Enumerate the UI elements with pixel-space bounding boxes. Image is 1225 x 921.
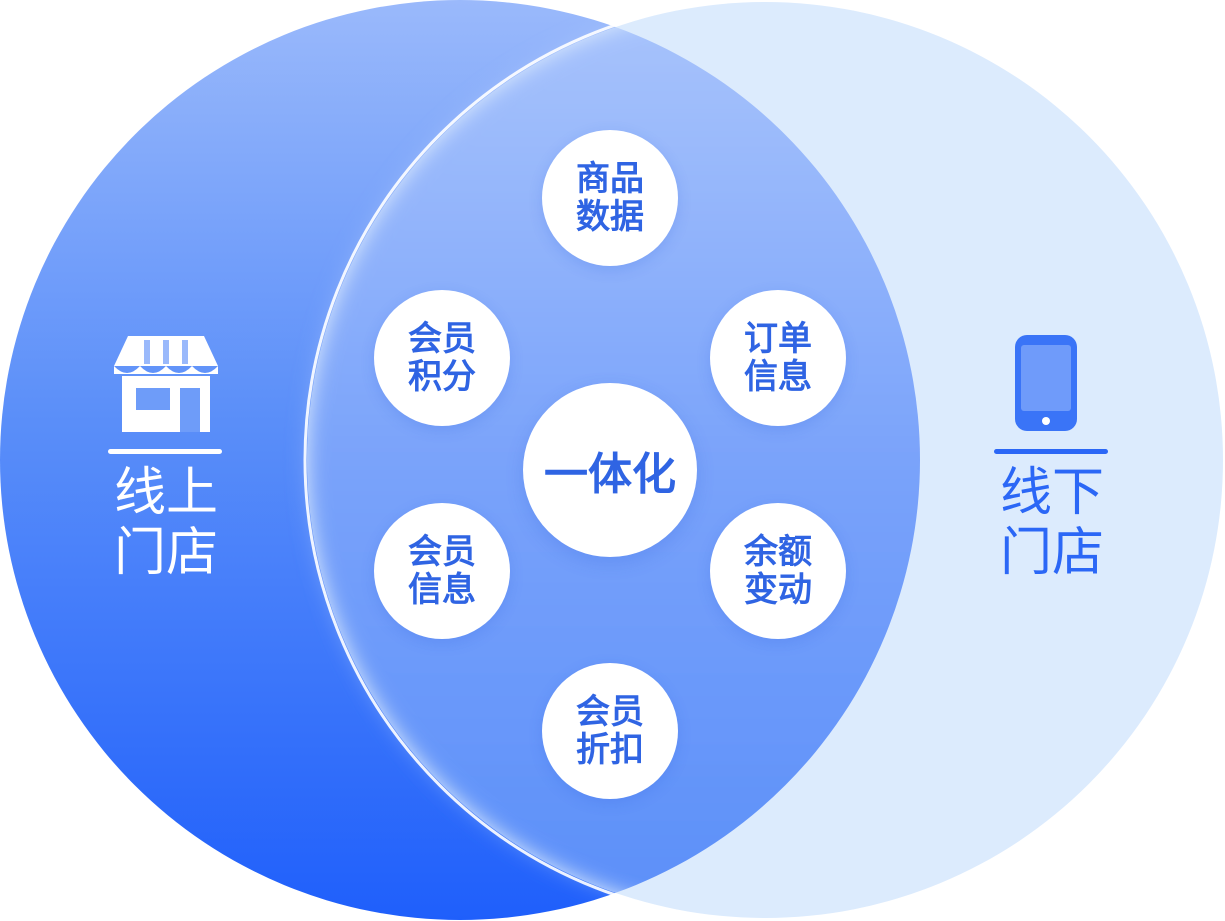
bubble-line: 会员 xyxy=(576,691,644,732)
online-store-line2: 门店 xyxy=(113,522,218,583)
overlap-region xyxy=(307,2,920,918)
offline-store-title: 线下 门店 xyxy=(982,463,1122,584)
bubble-line: 会员 xyxy=(408,318,476,359)
bubble-line: 会员 xyxy=(408,531,476,572)
bubble-line: 信息 xyxy=(408,570,476,610)
bubble-balance-change: 余额 变动 xyxy=(710,503,846,639)
bubble-line: 商品 xyxy=(576,158,644,199)
storefront-icon xyxy=(114,336,218,432)
bubble-order-info: 订单 信息 xyxy=(710,290,846,426)
online-store-line1: 线上 xyxy=(113,463,218,523)
bubble-line: 变动 xyxy=(744,570,812,610)
bubble-line: 数据 xyxy=(576,197,644,237)
online-store-title: 线上 门店 xyxy=(96,463,236,584)
offline-store-line2: 门店 xyxy=(999,522,1104,583)
offline-store-circle-outline xyxy=(303,0,1225,921)
bubble-member-discount: 会员 折扣 xyxy=(542,663,678,799)
bubble-line: 订单 xyxy=(744,318,812,359)
integration-label: 一体化 xyxy=(544,449,676,500)
bubble-line: 折扣 xyxy=(576,730,644,770)
offline-divider xyxy=(994,449,1108,454)
bubble-product-data: 商品 数据 xyxy=(542,130,678,266)
bubble-line: 余额 xyxy=(744,531,812,572)
bubble-line: 积分 xyxy=(408,357,476,397)
bubble-line: 信息 xyxy=(744,357,812,397)
mobile-phone-icon xyxy=(1015,335,1077,431)
bubble-member-info: 会员 信息 xyxy=(374,503,510,639)
offline-store-line1: 线下 xyxy=(999,463,1104,523)
bubble-member-points: 会员 积分 xyxy=(374,290,510,426)
integration-hub: 一体化 xyxy=(523,383,697,557)
online-divider xyxy=(108,449,222,454)
